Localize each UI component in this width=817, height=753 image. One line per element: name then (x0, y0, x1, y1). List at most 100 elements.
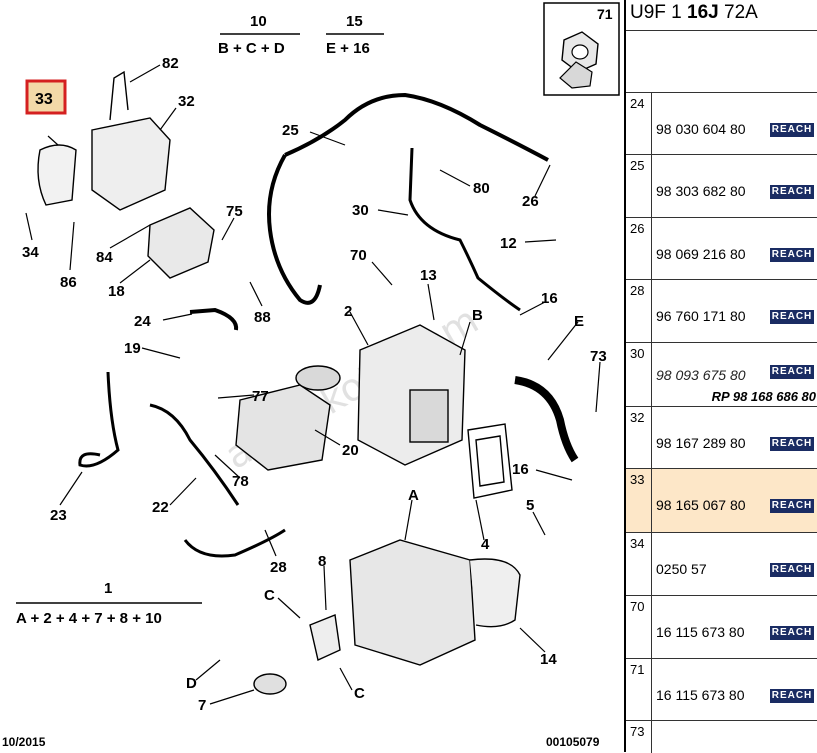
svg-text:B + C + D: B + C + D (218, 40, 285, 57)
callout-D: D (186, 675, 197, 692)
callout-80: 80 (473, 180, 490, 197)
reach-badge: REACH (770, 437, 814, 451)
callout-2: 2 (344, 303, 352, 320)
group-10-header: 10 B + C + D (218, 13, 300, 57)
parts-row-30[interactable]: 30 98 093 675 80 REACH RP 98 168 686 80 (626, 342, 817, 407)
row-index: 71 (626, 659, 652, 721)
callout-16-top: 16 (541, 290, 558, 307)
part-number: 0250 57 (656, 561, 707, 577)
parts-row-24[interactable]: 24 98 030 604 80 REACH (626, 92, 817, 155)
callout-34: 34 (22, 244, 39, 261)
callout-75: 75 (226, 203, 243, 220)
part-number: 98 069 216 80 (656, 246, 746, 262)
callout-24: 24 (134, 313, 151, 330)
callout-26: 26 (522, 193, 539, 210)
row-index: 28 (626, 280, 652, 343)
reach-badge: REACH (770, 123, 814, 137)
callout-A: A (408, 487, 419, 504)
callout-20: 20 (342, 442, 359, 459)
parts-list-table: U9F 1 16J 72A 24 98 030 604 80 REACH 25 … (624, 0, 817, 753)
callout-88: 88 (254, 309, 271, 326)
callout-23: 23 (50, 507, 67, 524)
parts-row-34[interactable]: 34 0250 57 REACH (626, 532, 817, 596)
callout-14: 14 (540, 651, 557, 668)
callout-84: 84 (96, 249, 113, 266)
callout-78: 78 (232, 473, 249, 490)
row-index: 26 (626, 218, 652, 280)
part-number: 96 760 171 80 (656, 308, 746, 324)
reach-badge: REACH (770, 248, 814, 262)
callout-33[interactable]: 33 (25, 79, 67, 115)
part-number: 98 030 604 80 (656, 121, 746, 137)
row-index: 73 (626, 721, 652, 753)
row-index: 34 (626, 533, 652, 596)
row-index: 33 (626, 469, 652, 533)
svg-text:15: 15 (346, 13, 363, 30)
callout-12: 12 (500, 235, 517, 252)
row-index: 32 (626, 407, 652, 469)
row-index: 30 (626, 343, 652, 407)
reach-badge: REACH (770, 365, 814, 379)
parts-row-28[interactable]: 28 96 760 171 80 REACH (626, 279, 817, 343)
svg-text:A + 2 + 4 + 7 + 8 + 10: A + 2 + 4 + 7 + 8 + 10 (16, 610, 162, 627)
part-number: 98 167 289 80 (656, 435, 746, 451)
group-1-header: 1 A + 2 + 4 + 7 + 8 + 10 (16, 580, 202, 627)
svg-text:E + 16: E + 16 (326, 40, 370, 57)
diagram-reference: 00105079 (546, 735, 600, 749)
nut-71-box[interactable]: 71 (543, 2, 620, 96)
part-drawings (37, 70, 579, 695)
callout-22: 22 (152, 499, 169, 516)
callout-28: 28 (270, 559, 287, 576)
callout-16-bottom: 16 (512, 461, 529, 478)
reach-badge: REACH (770, 563, 814, 577)
svg-text:10: 10 (250, 13, 267, 30)
part-number: 98 303 682 80 (656, 183, 746, 199)
part-number: 16 115 673 80 (656, 624, 745, 640)
callout-19: 19 (124, 340, 141, 357)
callout-E: E (574, 313, 584, 330)
callout-86: 86 (60, 274, 77, 291)
callout-13: 13 (420, 267, 437, 284)
replacement-part-number: RP 98 168 686 80 (711, 389, 816, 404)
part-number: 98 165 067 80 (656, 497, 746, 513)
callout-25: 25 (282, 122, 299, 139)
header-divider (626, 30, 817, 31)
callout-18: 18 (108, 283, 125, 300)
part-number-superseded: 98 093 675 80 (656, 367, 746, 383)
callout-32: 32 (178, 93, 195, 110)
callout-8: 8 (318, 553, 326, 570)
part-number: 16 115 673 80 (656, 687, 745, 703)
diagram-date: 10/2015 (2, 735, 46, 749)
svg-text:1: 1 (104, 580, 112, 597)
exploded-parts-diagram: autoukoto.com 33 71 10 B + C + D 15 E + … (2, 2, 620, 749)
parts-row-25[interactable]: 25 98 303 682 80 REACH (626, 154, 817, 218)
callout-B: B (472, 307, 483, 324)
callout-82: 82 (162, 55, 179, 72)
group-15-header: 15 E + 16 (326, 13, 384, 57)
parts-row-32[interactable]: 32 98 167 289 80 REACH (626, 406, 817, 469)
reach-badge: REACH (770, 185, 814, 199)
callout-30: 30 (352, 202, 369, 219)
reach-badge: REACH (770, 499, 814, 513)
callout-73: 73 (590, 348, 607, 365)
leader-lines (25, 64, 601, 705)
callout-7: 7 (198, 697, 206, 714)
callout-4: 4 (481, 536, 490, 553)
row-index: 24 (626, 93, 652, 155)
parts-row-33-highlighted[interactable]: 33 98 165 067 80 REACH (626, 468, 817, 533)
nut-71-label: 71 (597, 6, 613, 22)
callout-C-top: C (264, 587, 275, 604)
reach-badge: REACH (770, 310, 814, 324)
row-index: 25 (626, 155, 652, 218)
reach-badge: REACH (770, 689, 814, 703)
callout-70: 70 (350, 247, 367, 264)
parts-row-26[interactable]: 26 98 069 216 80 REACH (626, 217, 817, 280)
model-code-header: U9F 1 16J 72A (630, 2, 758, 23)
callout-33-label: 33 (35, 91, 53, 108)
callout-labels: 82 32 34 86 84 18 75 88 25 80 26 30 12 7… (22, 55, 607, 714)
parts-row-73[interactable]: 73 (626, 720, 817, 753)
callout-77: 77 (252, 388, 269, 405)
parts-row-71[interactable]: 71 16 115 673 80 REACH (626, 658, 817, 721)
callout-C-bottom: C (354, 685, 365, 702)
parts-row-70[interactable]: 70 16 115 673 80 REACH (626, 595, 817, 659)
